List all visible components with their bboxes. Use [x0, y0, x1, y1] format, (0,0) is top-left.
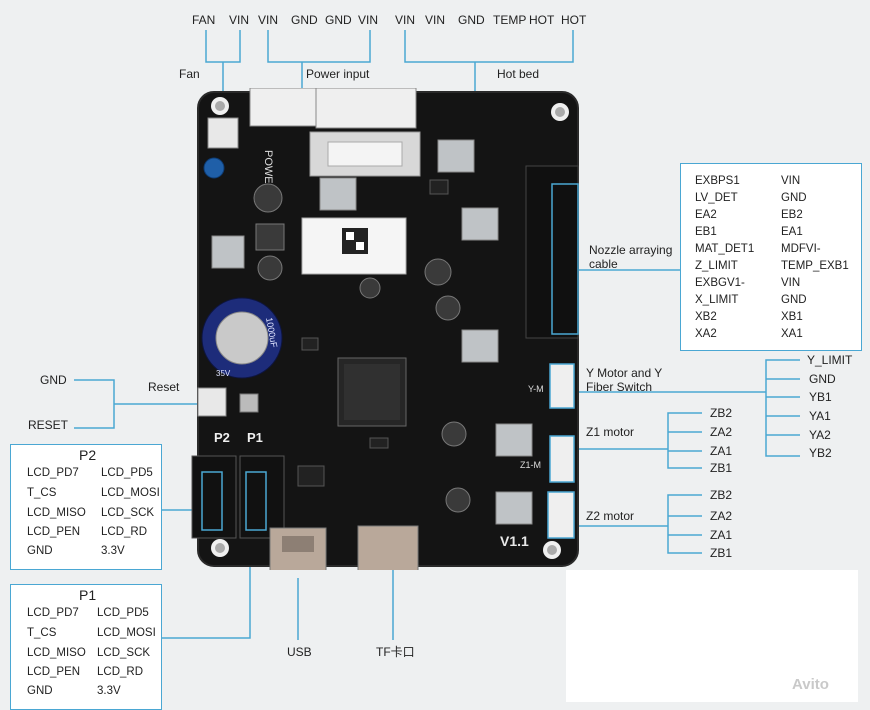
nozzle-right-pin: EB2: [781, 209, 803, 221]
top-pin-gnd: GND: [325, 13, 352, 27]
p1-left-pin: LCD_MISO: [27, 647, 86, 659]
reset-title: Reset: [148, 380, 180, 394]
nozzle-right-pin: MDFVI-: [781, 243, 821, 255]
nozzle-left-pin: MAT_DET1: [695, 243, 755, 255]
mainboard-illustration: POWER 1000uF 35V P2 P1 V1.1: [191, 88, 579, 570]
nozzle-left-pin: XB2: [695, 311, 717, 323]
top-pin-vin: VIN: [425, 13, 446, 27]
p2-right-pin: LCD_MOSI: [101, 487, 160, 499]
nozzle-left-pin: LV_DET: [695, 192, 738, 204]
power-silkscreen: POWER: [262, 150, 274, 192]
p2-left-pin: GND: [27, 545, 53, 557]
version-silkscreen: V1.1: [500, 533, 529, 549]
p2-title: P2: [79, 447, 97, 463]
p2-right-pin: 3.3V: [101, 545, 125, 557]
top-pin-gnd: GND: [291, 13, 318, 27]
p1-right-pin: LCD_SCK: [97, 647, 151, 659]
power-input-group-label: Power input: [306, 67, 370, 81]
nozzle-right-pin: VIN: [781, 277, 801, 289]
y-motor-label-line2: Fiber Switch: [586, 380, 653, 394]
z1-motor-pin: ZB1: [710, 461, 733, 475]
top-pin-gnd: GND: [458, 13, 485, 27]
top-pin-vin: VIN: [358, 13, 379, 27]
fan-group-label: Fan: [179, 67, 200, 81]
z2-motor-pin: ZA1: [710, 528, 733, 542]
y-motor-pin: YB1: [809, 390, 832, 404]
top-pin-temp: TEMP: [493, 13, 527, 27]
z1-motor-pin: ZB2: [710, 406, 733, 420]
z1-motor-pin: ZA2: [710, 425, 733, 439]
tf-card-slot-label: TF卡口: [376, 645, 415, 659]
nozzle-right-pin: XB1: [781, 311, 803, 323]
p2-left-pin: LCD_MISO: [27, 507, 86, 519]
z1-motor-pin: ZA1: [710, 444, 733, 458]
p1-title: P1: [79, 587, 97, 603]
nozzle-pinout-box: EXBPS1 LV_DET EA2 EB1 MAT_DET1 Z_LIMIT E…: [680, 163, 862, 351]
nozzle-left-pin: XA2: [695, 328, 717, 340]
y-motor-pin: YB2: [809, 446, 832, 460]
y-motor-pin: Y_LIMIT: [807, 353, 853, 367]
hot-bed-group-label: Hot bed: [497, 67, 540, 81]
nozzle-left-pin: X_LIMIT: [695, 294, 739, 306]
top-pin-vin: VIN: [229, 13, 250, 27]
p1-left-pin: GND: [27, 685, 53, 697]
nozzle-right-pin: XA1: [781, 328, 803, 340]
nozzle-left-pin: Z_LIMIT: [695, 260, 738, 272]
y-motor-pin: YA1: [809, 409, 831, 423]
watermark-logo: Avito: [792, 676, 829, 693]
p2-silkscreen: P2: [214, 430, 230, 445]
nozzle-left-pin: EB1: [695, 226, 717, 238]
nozzle-right-pin: GND: [781, 294, 807, 306]
p1-right-pin: LCD_RD: [97, 666, 144, 678]
top-pin-vin: VIN: [395, 13, 416, 27]
p2-left-pin: LCD_PD7: [27, 467, 79, 479]
nozzle-right-pin: TEMP_EXB1: [781, 260, 849, 272]
capacitor-sub-label: 35V: [216, 369, 231, 378]
nozzle-right-pin: VIN: [781, 175, 801, 187]
p1-left-pin: LCD_PEN: [27, 666, 81, 678]
p2-left-pin: LCD_PEN: [27, 526, 81, 538]
p1-right-pin: LCD_MOSI: [97, 627, 156, 639]
nozzle-right-pin: GND: [781, 192, 807, 204]
p2-right-pin: LCD_RD: [101, 526, 148, 538]
y-motor-silkscreen: Y-M: [528, 384, 544, 394]
nozzle-left-pin: EA2: [695, 209, 717, 221]
p1-left-pin: LCD_PD7: [27, 607, 79, 619]
p2-right-pin: LCD_SCK: [101, 507, 155, 519]
y-motor-label-line1: Y Motor and Y: [586, 366, 663, 380]
p1-right-pin: 3.3V: [97, 685, 121, 697]
p1-right-pin: LCD_PD5: [97, 607, 149, 619]
reset-gnd-pin: GND: [40, 373, 67, 387]
top-pin-hot: HOT: [529, 13, 555, 27]
top-pin-hot: HOT: [561, 13, 587, 27]
z1-motor-label: Z1 motor: [586, 425, 635, 439]
p1-silkscreen: P1: [247, 430, 263, 445]
y-motor-pin: YA2: [809, 428, 831, 442]
nozzle-left-pin: EXBGV1-: [695, 277, 745, 289]
z2-motor-pin: ZB2: [710, 488, 733, 502]
nozzle-left-pin: EXBPS1: [695, 175, 740, 187]
white-area: [566, 570, 858, 702]
p1-left-pin: T_CS: [27, 627, 57, 639]
reset-reset-pin: RESET: [28, 418, 69, 432]
z1-motor-silkscreen: Z1-M: [520, 460, 541, 470]
z2-motor-label: Z2 motor: [586, 509, 635, 523]
top-pin-fan: FAN: [192, 13, 216, 27]
y-motor-pin: GND: [809, 372, 836, 386]
nozzle-right-pin: EA1: [781, 226, 803, 238]
nozzle-label-line1: Nozzle arraying: [589, 243, 673, 257]
nozzle-label-line2: cable: [589, 257, 618, 271]
p1-pinout-box: P1 LCD_PD7 T_CS LCD_MISO LCD_PEN GND LCD…: [10, 584, 162, 710]
p2-right-pin: LCD_PD5: [101, 467, 153, 479]
usb-label: USB: [287, 645, 312, 659]
top-pin-vin: VIN: [258, 13, 279, 27]
z2-motor-pin: ZA2: [710, 509, 733, 523]
p2-left-pin: T_CS: [27, 487, 57, 499]
z2-motor-pin: ZB1: [710, 546, 733, 560]
p2-pinout-box: P2 LCD_PD7 T_CS LCD_MISO LCD_PEN GND LCD…: [10, 444, 162, 570]
